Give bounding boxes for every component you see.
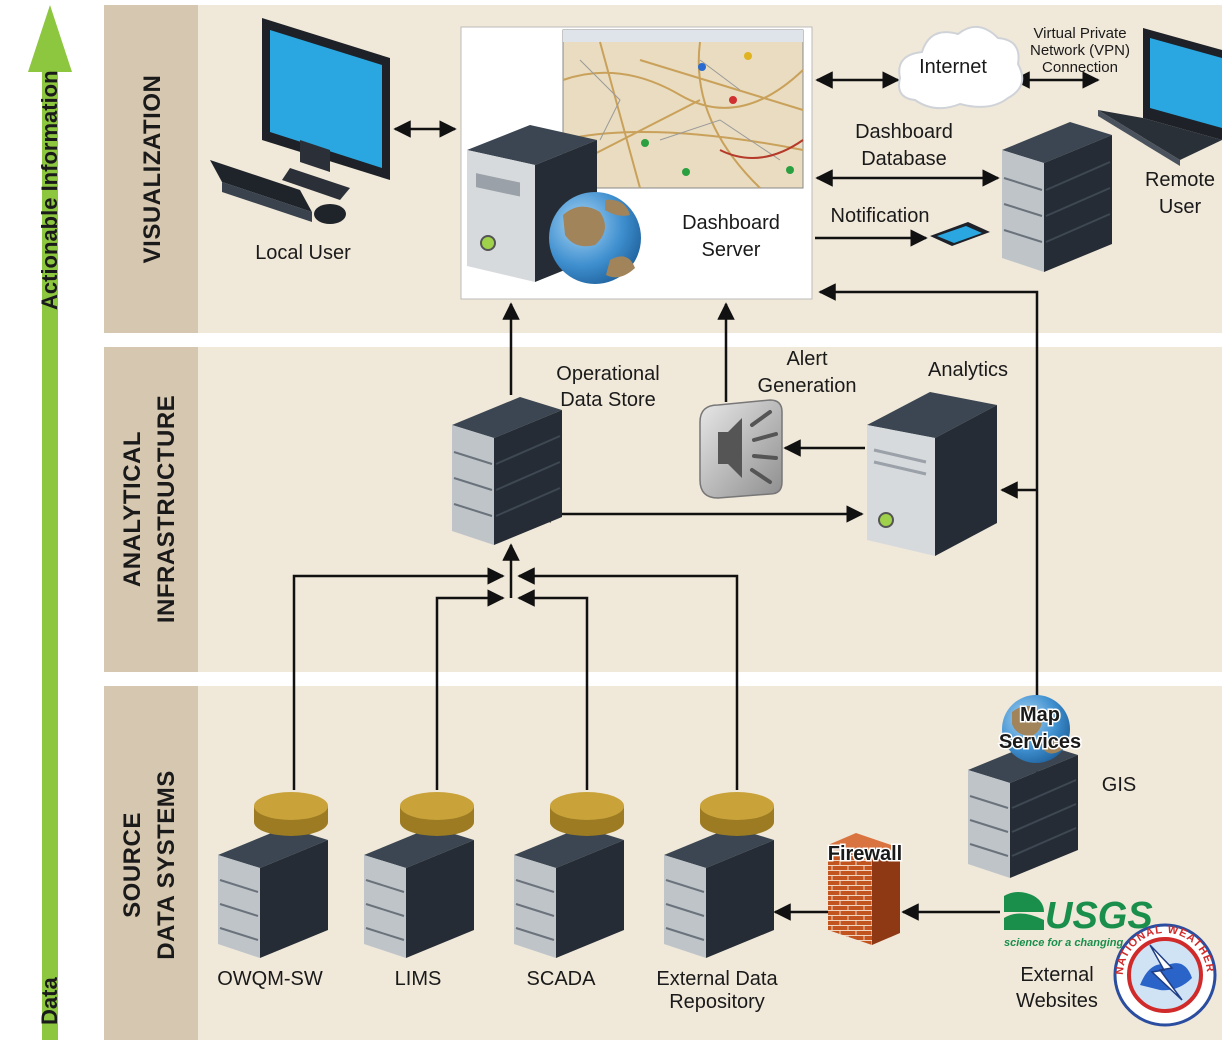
up-arrow-icon: [28, 5, 72, 1040]
internet-cloud: Internet: [898, 26, 1024, 110]
usgs-logo: USGS science for a changing: [1004, 892, 1153, 949]
map-services-label-1: Map: [1020, 704, 1060, 726]
axis-top-label: Actionable Information: [37, 70, 62, 310]
band-title-analytical-1: ANALYTICAL: [119, 431, 146, 587]
keyboard-icon: [210, 160, 312, 222]
map-globe-icon: [1002, 695, 1070, 763]
analytics-server: Analytics: [867, 359, 1008, 556]
dashboard-server-panel: Dashboard Server: [460, 26, 813, 300]
band-title-source-2: DATA SYSTEMS: [153, 770, 180, 960]
local-user-label: Local User: [255, 242, 351, 264]
ext-repo-label-1: External Data: [656, 968, 778, 990]
alert-label-2: Generation: [758, 375, 857, 397]
ext-websites-label-2: Websites: [1016, 990, 1098, 1012]
rack-server-icon: [452, 397, 562, 545]
ods-label-2: Data Store: [560, 389, 656, 411]
operational-data-store: Operational Data Store: [452, 363, 660, 545]
mouse-icon: [314, 204, 346, 224]
dashboard-database-label-2: Database: [861, 148, 947, 170]
map-screenshot-icon: [562, 29, 804, 189]
database-server-icon: [664, 792, 774, 958]
notification-label: Notification: [831, 205, 930, 227]
rack-server-icon: [1002, 122, 1112, 272]
usgs-wordmark: USGS: [1045, 895, 1153, 937]
monitor-icon: [262, 18, 390, 200]
database-server-icon: [364, 792, 474, 958]
vpn-label: Virtual Private Network (VPN) Connection: [1030, 25, 1130, 76]
dashboard-database: Dashboard Database: [855, 121, 1112, 272]
alert-speaker-icon: [699, 399, 783, 499]
cloud-icon: [898, 26, 1024, 110]
vpn-label-2: Network (VPN): [1030, 42, 1130, 59]
dashboard-database-label-1: Dashboard: [855, 121, 953, 143]
ext-websites-label-1: External: [1020, 964, 1093, 986]
database-server-icon: [218, 792, 328, 958]
internet-label: Internet: [919, 56, 987, 78]
band-title-source-1: SOURCE: [119, 812, 146, 918]
alert-label-1: Alert: [786, 348, 828, 370]
ods-label-1: Operational: [556, 363, 659, 385]
information-axis: Actionable Information Data: [28, 5, 72, 1040]
remote-laptop: [1098, 28, 1222, 166]
owqm-label: OWQM-SW: [217, 968, 323, 990]
dashboard-server-label-2: Server: [702, 239, 761, 261]
usgs-tagline: science for a changing: [1004, 937, 1123, 949]
lims-label: LIMS: [395, 968, 442, 990]
axis-bottom-label: Data: [37, 977, 62, 1025]
firewall-label: Firewall: [828, 843, 902, 865]
database-server-icon: [514, 792, 624, 958]
vpn-label-3: Connection: [1042, 59, 1118, 76]
firewall: Firewall: [826, 833, 904, 945]
source-external-repository: External Data Repository: [656, 792, 778, 1013]
laptop-icon: [1098, 28, 1222, 166]
source-scada: SCADA: [514, 792, 624, 990]
smartphone-icon: [930, 222, 990, 246]
rack-server-icon: [968, 742, 1078, 878]
gis-server: Map Services GIS: [968, 695, 1136, 878]
map-services-label-2: Services: [999, 731, 1081, 753]
analytics-label: Analytics: [928, 359, 1008, 381]
ext-repo-label-2: Repository: [669, 991, 765, 1013]
connectors: [292, 71, 1100, 921]
vpn-label-1: Virtual Private: [1033, 25, 1126, 42]
remote-user-label-1: Remote: [1145, 169, 1215, 191]
globe-icon: [549, 192, 641, 284]
tower-server-icon: [867, 392, 997, 556]
dashboard-server-label-1: Dashboard: [682, 212, 780, 234]
scada-label: SCADA: [527, 968, 597, 990]
source-owqm: OWQM-SW: [217, 792, 328, 990]
alert-generation: Alert Generation: [699, 348, 857, 499]
brick-wall-icon: [828, 833, 900, 945]
remote-user-label-2: User: [1159, 196, 1202, 218]
gis-label: GIS: [1102, 774, 1136, 796]
band-analytical: ANALYTICAL INFRASTRUCTURE: [104, 347, 1222, 672]
local-user-computer: Local User: [210, 18, 390, 264]
band-title-analytical-2: INFRASTRUCTURE: [153, 395, 180, 623]
source-lims: LIMS: [364, 792, 474, 990]
band-title-visualization: VISUALIZATION: [139, 75, 166, 264]
